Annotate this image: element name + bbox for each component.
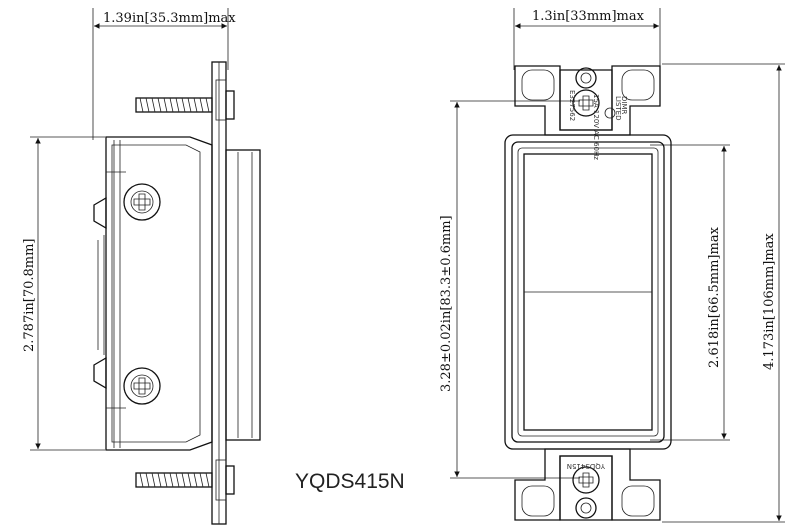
overall-height-dimension: 4.173in[106mm]max: [662, 63, 785, 523]
switch-body: [93, 136, 261, 451]
mount-spacing-dimension: 3.28±0.02in[83.3±0.6mm]: [439, 100, 580, 479]
front-width-dimension: 1.3in[33mm]max: [513, 8, 661, 70]
cert-code-label: E327562: [568, 90, 576, 121]
rating-label: 15A 120V AC 60Hz: [592, 94, 600, 160]
front-view: 1.3in[33mm]max 3.28±0.02in[83.3±0.6mm] 2…: [439, 8, 785, 523]
model-name: YQDS415N: [295, 470, 405, 493]
top-mounting-ear: 15A 120V AC 60Hz E327562 LISTED DIMR: [514, 65, 661, 160]
side-width-dimension: 1.39in[35.3mm]max: [92, 8, 236, 140]
front-width-label: 1.3in[33mm]max: [532, 9, 645, 24]
mount-spacing-label: 3.28±0.02in[83.3±0.6mm]: [439, 215, 454, 392]
side-height-dimension: 2.787in[70.8mm]: [22, 136, 105, 451]
bottom-mounting-screw: [135, 465, 235, 495]
bottom-mounting-ear: YQDS415N: [514, 448, 661, 521]
bottom-model-marking: YQDS415N: [567, 462, 606, 470]
overall-height-label: 4.173in[106mm]max: [762, 233, 777, 370]
dimmer-label: DIMR: [620, 96, 628, 114]
paddle-height-label: 2.618in[66.5mm]max: [707, 226, 722, 368]
side-width-label: 1.39in[35.3mm]max: [103, 11, 236, 26]
side-terminal-screw-top: [123, 183, 161, 221]
side-view: 1.39in[35.3mm]max 2.787in[70.8mm]: [22, 8, 405, 525]
paddle-height-dimension: 2.618in[66.5mm]max: [650, 144, 730, 441]
rocker-paddle: [523, 153, 653, 431]
side-height-label: 2.787in[70.8mm]: [22, 239, 37, 353]
listed-label: LISTED: [614, 96, 622, 121]
mounting-strap: [211, 61, 227, 525]
side-terminal-screw-bottom: [123, 367, 161, 405]
top-mounting-screw: [135, 90, 235, 120]
